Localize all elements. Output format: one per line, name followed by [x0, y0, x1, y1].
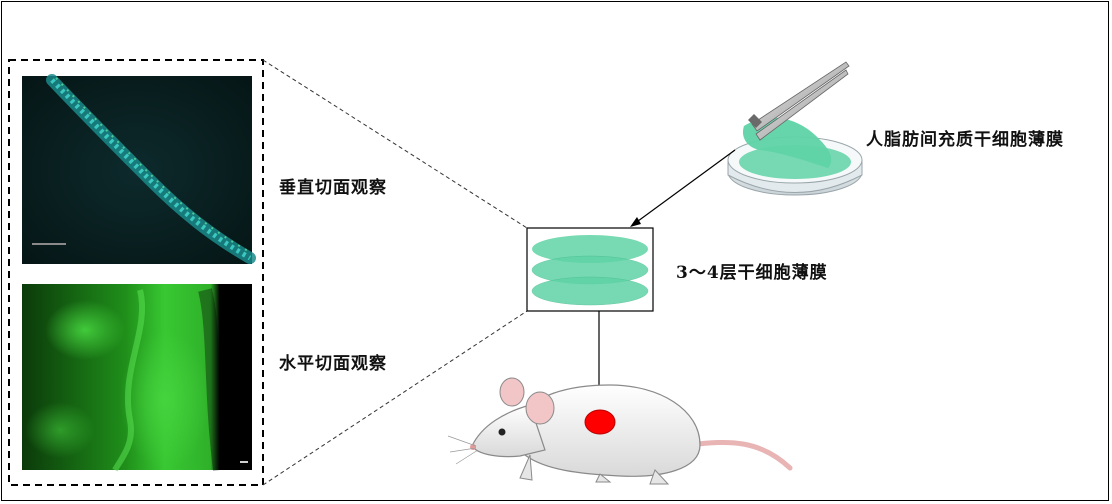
connector-line-bottom [262, 310, 528, 486]
label-horizontal-section: 水平切面观察 [279, 354, 387, 374]
label-vertical-section: 垂直切面观察 [279, 178, 387, 198]
mouse-illustration [447, 377, 793, 485]
label-stacked-sheets: 3～4层干细胞薄膜 [676, 263, 828, 283]
petri-dish-icon [727, 117, 863, 196]
label-source-sheet: 人脂肪间充质干细胞薄膜 [866, 130, 1064, 150]
connector-line-top [262, 59, 528, 229]
scale-bar-vertical [32, 243, 66, 245]
implant-site-marker [584, 409, 616, 435]
micrograph-panel-border [8, 59, 264, 486]
stacked-sheets-box [526, 227, 654, 312]
vertical-section-micrograph [22, 74, 256, 264]
scale-bar-horizontal [240, 461, 248, 463]
tweezers-icon [748, 61, 850, 141]
arrow-dish-to-stack [630, 149, 736, 227]
horizontal-section-micrograph [22, 284, 252, 472]
